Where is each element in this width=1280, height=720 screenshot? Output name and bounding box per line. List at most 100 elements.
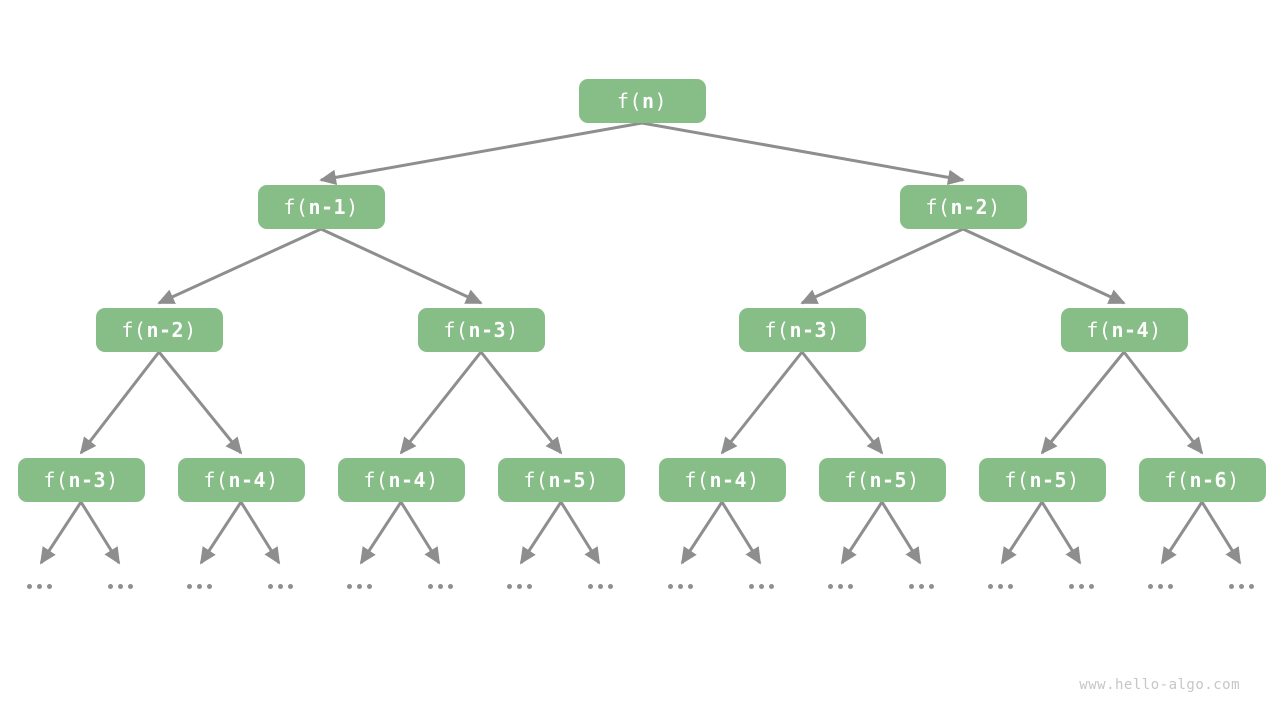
ellipsis-dot — [987, 584, 993, 589]
edge-arrow — [680, 501, 724, 565]
tree-node-f(n-5): f(n-5) — [978, 458, 1106, 502]
ellipsis-dot — [837, 584, 843, 589]
edge-arrow — [399, 501, 441, 565]
tree-node-f(n-4): f(n-4) — [177, 458, 305, 502]
edge-arrow — [800, 227, 964, 305]
node-label-arg: n-2 — [950, 195, 989, 219]
ellipsis-dot — [127, 584, 133, 589]
ellipsis-dots — [186, 584, 212, 589]
ellipsis-dot — [677, 584, 683, 589]
ellipsis-dot — [267, 584, 273, 589]
node-label-pre: f( — [443, 318, 469, 342]
edge-arrow — [962, 227, 1126, 305]
tree-node-f(n-4): f(n-4) — [337, 458, 465, 502]
node-label-arg: n — [642, 89, 655, 113]
tree-node-f(n-1): f(n-1) — [257, 185, 385, 229]
ellipsis-dot — [26, 584, 32, 589]
node-label-post: ) — [106, 468, 119, 492]
ellipsis-dots — [1068, 584, 1094, 589]
ellipsis-dots — [107, 584, 133, 589]
node-label-post: ) — [1227, 468, 1240, 492]
ellipsis-dot — [437, 584, 443, 589]
tree-node-f(n-2): f(n-2) — [95, 308, 223, 352]
ellipsis-dot — [587, 584, 593, 589]
ellipsis-dots — [748, 584, 774, 589]
node-label-arg: n-3 — [468, 318, 507, 342]
ellipsis-dots — [346, 584, 372, 589]
ellipsis-dots — [267, 584, 293, 589]
node-label-arg: n-4 — [388, 468, 427, 492]
node-label-arg: n-5 — [1029, 468, 1068, 492]
tree-node-f(n-2): f(n-2) — [899, 185, 1027, 229]
ellipsis-dot — [516, 584, 522, 589]
node-label-pre: f( — [684, 468, 710, 492]
ellipsis-dots — [506, 584, 532, 589]
ellipsis-dot — [46, 584, 52, 589]
ellipsis-dot — [1088, 584, 1094, 589]
edge-arrow — [319, 121, 643, 186]
watermark: www.hello-algo.com — [1079, 677, 1240, 693]
node-label-post: ) — [988, 195, 1001, 219]
ellipsis-dots — [827, 584, 853, 589]
ellipsis-dot — [1228, 584, 1234, 589]
node-label-arg: n-5 — [869, 468, 908, 492]
ellipsis-dot — [597, 584, 603, 589]
node-label-post: ) — [586, 468, 599, 492]
ellipsis-dot — [356, 584, 362, 589]
ellipsis-dots — [908, 584, 934, 589]
tree-node-f(n): f(n) — [578, 79, 706, 123]
edge-arrow — [399, 351, 483, 455]
edge-arrow — [239, 501, 281, 565]
node-label-post: ) — [346, 195, 359, 219]
ellipsis-dot — [687, 584, 693, 589]
node-label-pre: f( — [523, 468, 549, 492]
ellipsis-dot — [847, 584, 853, 589]
ellipsis-dot — [447, 584, 453, 589]
ellipsis-dots — [26, 584, 52, 589]
node-label-arg: n-5 — [548, 468, 587, 492]
tree-node-f(n-3): f(n-3) — [417, 308, 545, 352]
ellipsis-dot — [1078, 584, 1084, 589]
node-label-post: ) — [907, 468, 920, 492]
edge-arrow — [39, 501, 83, 565]
ellipsis-dot — [667, 584, 673, 589]
edge-arrow — [1160, 501, 1204, 565]
ellipsis-dots — [587, 584, 613, 589]
node-label-post: ) — [654, 89, 668, 113]
edge-arrow — [1040, 351, 1126, 455]
tree-node-f(n-5): f(n-5) — [818, 458, 946, 502]
node-label-arg: n-6 — [1189, 468, 1228, 492]
ellipsis-dot — [908, 584, 914, 589]
node-label-post: ) — [747, 468, 760, 492]
edge-arrow — [199, 501, 243, 565]
ellipsis-dot — [997, 584, 1003, 589]
node-label-arg: n-2 — [146, 318, 185, 342]
ellipsis-dot — [186, 584, 192, 589]
ellipsis-dot — [928, 584, 934, 589]
edge-arrow — [79, 351, 161, 455]
ellipsis-dots — [1147, 584, 1173, 589]
ellipsis-dots — [987, 584, 1013, 589]
node-label-post: ) — [827, 318, 840, 342]
edge-arrow — [79, 501, 121, 565]
edge-arrow — [720, 351, 804, 455]
ellipsis-dot — [526, 584, 532, 589]
node-label-arg: n-3 — [68, 468, 107, 492]
ellipsis-dot — [107, 584, 113, 589]
node-label-arg: n-4 — [1111, 318, 1150, 342]
ellipsis-dot — [427, 584, 433, 589]
node-label-pre: f( — [283, 195, 309, 219]
ellipsis-dot — [748, 584, 754, 589]
tree-node-f(n-6): f(n-6) — [1138, 458, 1266, 502]
edge-arrow — [320, 227, 483, 305]
node-label-arg: n-4 — [228, 468, 267, 492]
ellipsis-dot — [758, 584, 764, 589]
ellipsis-dot — [346, 584, 352, 589]
ellipsis-dots — [427, 584, 453, 589]
ellipsis-dots — [667, 584, 693, 589]
tree-node-f(n-4): f(n-4) — [658, 458, 786, 502]
node-label-post: ) — [184, 318, 197, 342]
edge-arrow — [479, 351, 563, 455]
ellipsis-dot — [1167, 584, 1173, 589]
